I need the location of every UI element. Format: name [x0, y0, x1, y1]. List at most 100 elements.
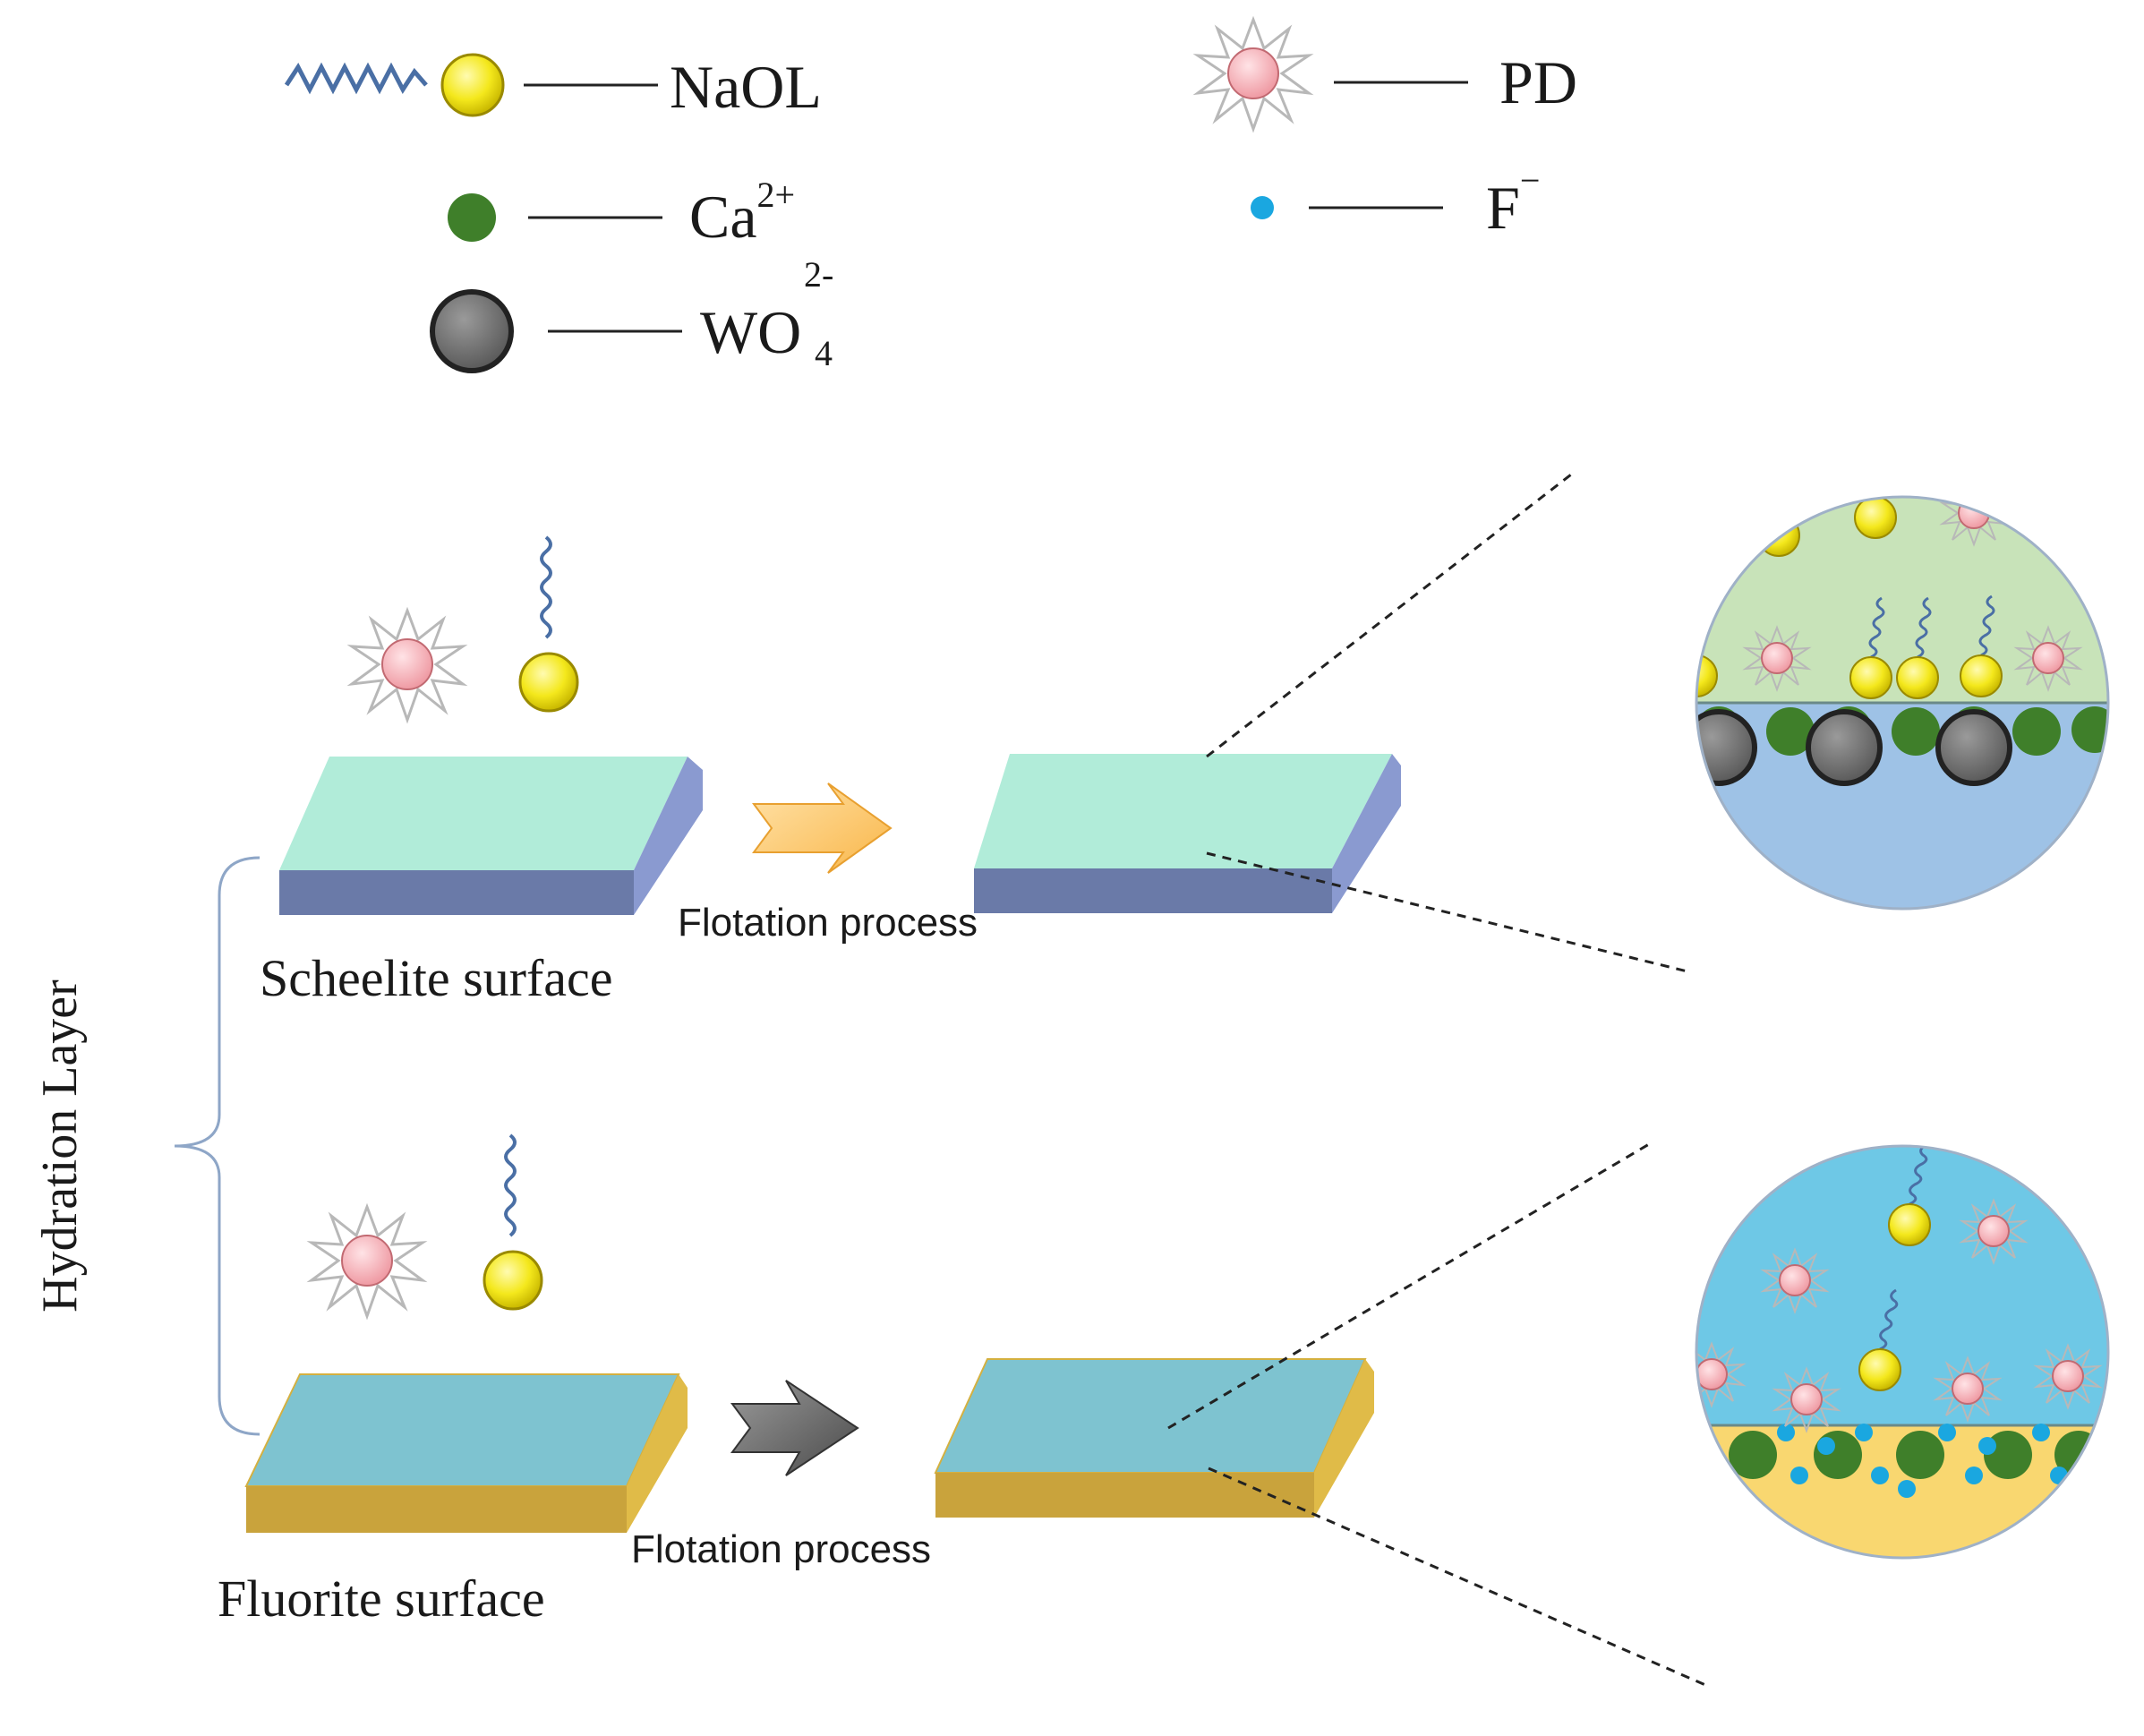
- fluorite-slab: [244, 1373, 688, 1533]
- naol-head-icon: [1896, 656, 1939, 699]
- flotation-process-label: Flotation process: [678, 901, 978, 945]
- calcium-ion-icon: [1814, 1431, 1862, 1479]
- scheelite-magnified-outline: [1695, 495, 2110, 911]
- pd-molecule-icon: [1516, 1355, 1578, 1416]
- calcium-ion-icon: [1495, 707, 1543, 756]
- naol-tail-icon: [284, 62, 428, 95]
- naol-head-icon: [1696, 1208, 1731, 1251]
- fluoride-ion-icon: [1696, 1424, 1705, 1441]
- zoom-line: [1206, 473, 1572, 758]
- pd-molecule-icon: [310, 1205, 424, 1318]
- naol-head-icon: [518, 652, 579, 713]
- naol-tail-icon: [1915, 596, 1932, 659]
- fluorite-slab-processed: [934, 1358, 1374, 1518]
- hydration-layer-brace: Hydration Layer: [32, 856, 261, 1436]
- hydration-layer-label: Hydration Layer: [32, 979, 88, 1313]
- tungstate-ion-icon: [1696, 709, 1757, 786]
- flotation-arrow: [752, 782, 893, 874]
- fluoride-ion-icon: [1790, 1467, 1808, 1484]
- calcium-symbol: Ca: [689, 183, 757, 251]
- legend-label-naol: NaOL: [670, 53, 822, 121]
- fluoride-ion-icon: [1629, 1467, 1647, 1484]
- scheelite-slab: [279, 757, 703, 915]
- tungstate-ion-icon: [1806, 709, 1883, 786]
- naol-tail-icon: [1879, 1288, 1899, 1351]
- naol-tail-icon: [1778, 497, 1802, 517]
- naol-head-icon: [1491, 655, 1532, 697]
- fluoride-ion-icon: [1965, 1467, 1983, 1484]
- naol-tail-icon: [1510, 596, 1524, 655]
- calcium-ion-icon: [1632, 707, 1680, 756]
- calcium-ion-icon: [1892, 707, 1940, 756]
- zoom-line: [1208, 1467, 1706, 1687]
- scheelite-slab-processed: [974, 754, 1401, 913]
- fluoride-ion-icon: [1777, 1424, 1795, 1441]
- pd-molecule-icon: [1196, 18, 1311, 131]
- calcium-ion-icon: [1551, 1431, 1600, 1479]
- calcium-ion-icon: [448, 193, 496, 242]
- naol-tail-icon: [1978, 594, 1995, 657]
- legend-pd: PD: [1196, 18, 1577, 131]
- legend-tungstate: WO 2- 4: [430, 254, 833, 373]
- flotation-process-label: Flotation process: [631, 1527, 931, 1571]
- zoom-line: [1167, 1142, 1650, 1430]
- legend-label-pd: PD: [1499, 48, 1577, 116]
- fluoride-ion-icon: [1855, 1424, 1873, 1441]
- naol-head-icon: [1593, 1304, 1635, 1346]
- calcium-ion-icon: [1500, 706, 1547, 753]
- calcium-charge: 2+: [757, 175, 796, 215]
- naol-tail-icon: [1868, 596, 1885, 659]
- naol-head-icon: [1888, 1203, 1931, 1246]
- naol-tail-icon: [1644, 592, 1658, 651]
- pd-molecule-icon: [350, 609, 465, 722]
- naol-tail-icon: [540, 535, 552, 639]
- legend-calcium: Ca2+: [448, 175, 795, 251]
- fluoride-ion-icon: [1251, 196, 1274, 219]
- fluoride-charge: −: [1520, 160, 1541, 201]
- fluoride-ion-icon: [1817, 1437, 1835, 1455]
- legend-label-tungstate-charge: 2-: [804, 254, 833, 295]
- fluoride-ion-icon: [2099, 1424, 2108, 1441]
- naol-head-icon: [1858, 1348, 1901, 1391]
- calcium-ion-icon: [1729, 1431, 1777, 1479]
- legend-label-fluoride: F−: [1486, 160, 1540, 242]
- fluoride-ion-icon: [1538, 1467, 1556, 1484]
- naol-head-icon: [1555, 655, 1596, 697]
- legend: NaOL Ca2+ WO 2- 4 PD F−: [284, 18, 1577, 373]
- naol-head-icon: [440, 53, 505, 117]
- naol-head-icon: [1854, 497, 1897, 539]
- fluoride-ion-icon: [2032, 1424, 2050, 1441]
- naol-head-icon: [1960, 654, 2003, 697]
- legend-fluoride: F−: [1251, 160, 1540, 242]
- fluorite-surface-label: Fluorite surface: [218, 1569, 545, 1628]
- naol-tail-icon: [504, 1133, 517, 1237]
- calcium-ion-icon: [2012, 707, 2061, 756]
- fluoride-ion-icon: [1938, 1424, 1956, 1441]
- calcium-ion-icon: [1766, 707, 1815, 756]
- legend-naol: NaOL: [284, 53, 822, 121]
- fluorite-row: Fluorite surface Flotation process: [218, 1133, 2110, 1687]
- fluoride-symbol: F: [1486, 174, 1520, 242]
- naol-head-icon: [1849, 656, 1892, 699]
- fluoride-ion-icon: [1656, 1437, 1674, 1455]
- naol-head-icon: [1625, 651, 1666, 692]
- naol-head-icon: [1696, 654, 1718, 697]
- scheelite-row: Scheelite surface Flotation process: [260, 473, 2110, 1007]
- naol-tail-icon: [1875, 497, 1899, 499]
- calcium-ion-icon: [1984, 1431, 2032, 1479]
- fluoride-ion-icon: [1710, 1467, 1728, 1484]
- calcium-ion-icon: [1645, 1431, 1694, 1479]
- tungstate-ion-icon: [1558, 712, 1629, 783]
- naol-tail-icon: [1909, 1146, 1928, 1206]
- legend-label-calcium: Ca2+: [689, 175, 795, 251]
- legend-label-tungstate-subscript: 4: [815, 333, 833, 373]
- fluoride-ion-icon: [1898, 1480, 1916, 1498]
- fluoride-ion-icon: [1607, 1424, 1625, 1441]
- tungstate-ion-icon: [1935, 709, 2012, 786]
- fluorite-magnified-outline: [1695, 1144, 2110, 1560]
- calcium-ion-icon: [1570, 706, 1617, 753]
- naol-tail-icon: [1709, 1148, 1729, 1210]
- naol-head-icon: [483, 1250, 543, 1311]
- naol-tail-icon: [1614, 1245, 1631, 1304]
